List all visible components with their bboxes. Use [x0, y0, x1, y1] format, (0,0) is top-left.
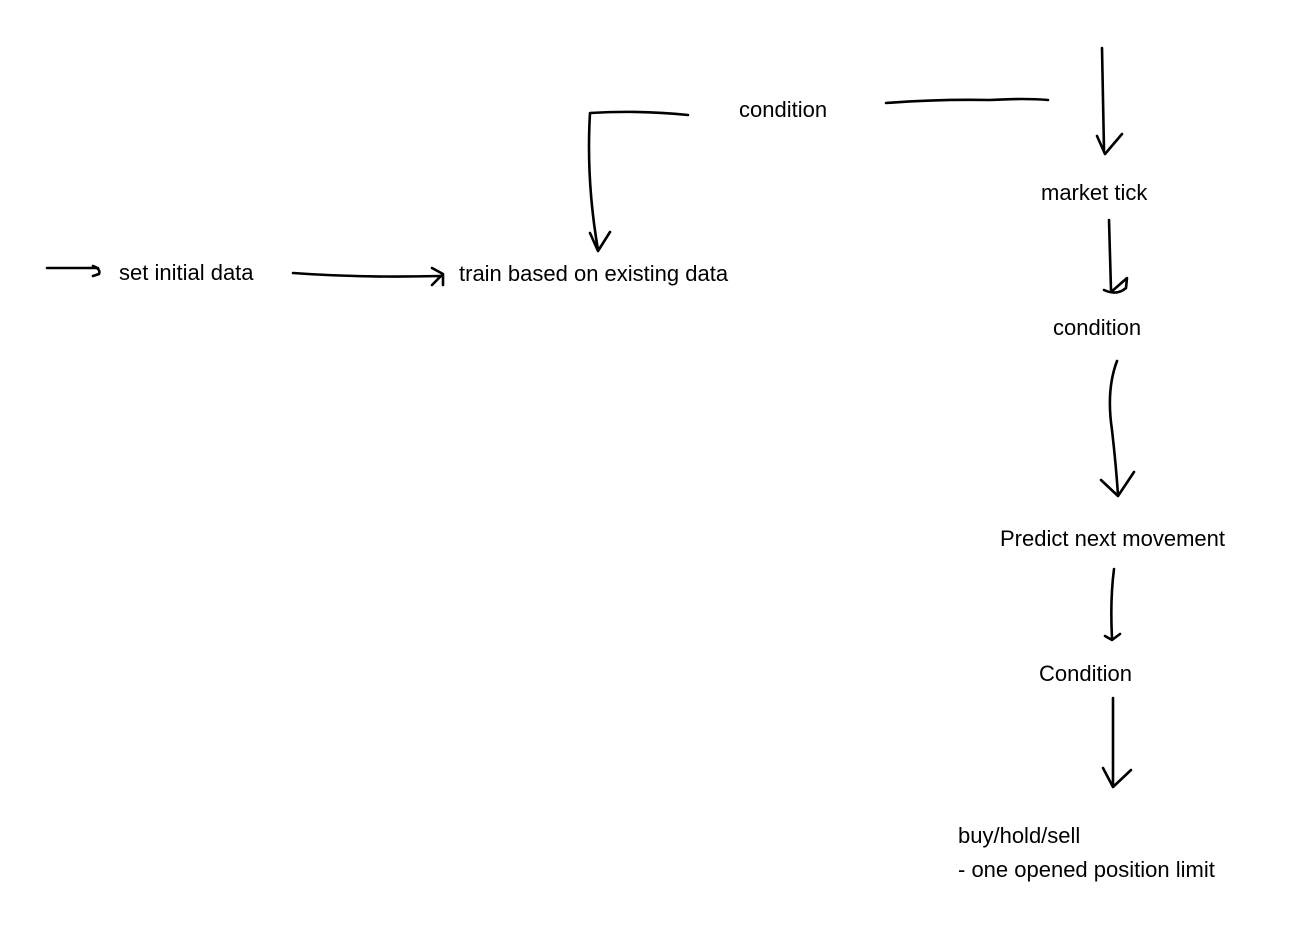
node-action-line-2: - one opened position limit [958, 857, 1215, 882]
node-condition-bottom: Condition [1039, 661, 1132, 686]
node-train-on-existing-data: train based on existing data [459, 261, 729, 286]
edge-condition-top-to-market-tick-horizontal [884, 97, 1050, 105]
edge-set-initial-data-to-train [291, 266, 445, 287]
edge-condition-top-to-market-tick-vertical [1095, 46, 1124, 156]
edge-condition-bottom-to-action [1101, 696, 1133, 789]
node-condition-top: condition [739, 97, 828, 122]
edge-market-tick-to-condition-mid [1102, 218, 1129, 294]
node-predict-next-movement: Predict next movement [1000, 526, 1225, 551]
node-market-tick: market tick [1041, 180, 1148, 205]
node-action-line-1: buy/hold/sell [958, 823, 1081, 848]
node-condition-mid: condition [1053, 315, 1142, 340]
edge-predict-to-condition-bottom [1103, 567, 1122, 642]
node-set-initial-data: set initial data [119, 260, 254, 285]
edge-condition-top-to-train [587, 110, 690, 253]
node-action: buy/hold/sell - one opened position limi… [958, 819, 1215, 887]
edge-condition-mid-to-predict [1099, 359, 1136, 498]
edge-start-to-set-initial-data [45, 264, 101, 278]
